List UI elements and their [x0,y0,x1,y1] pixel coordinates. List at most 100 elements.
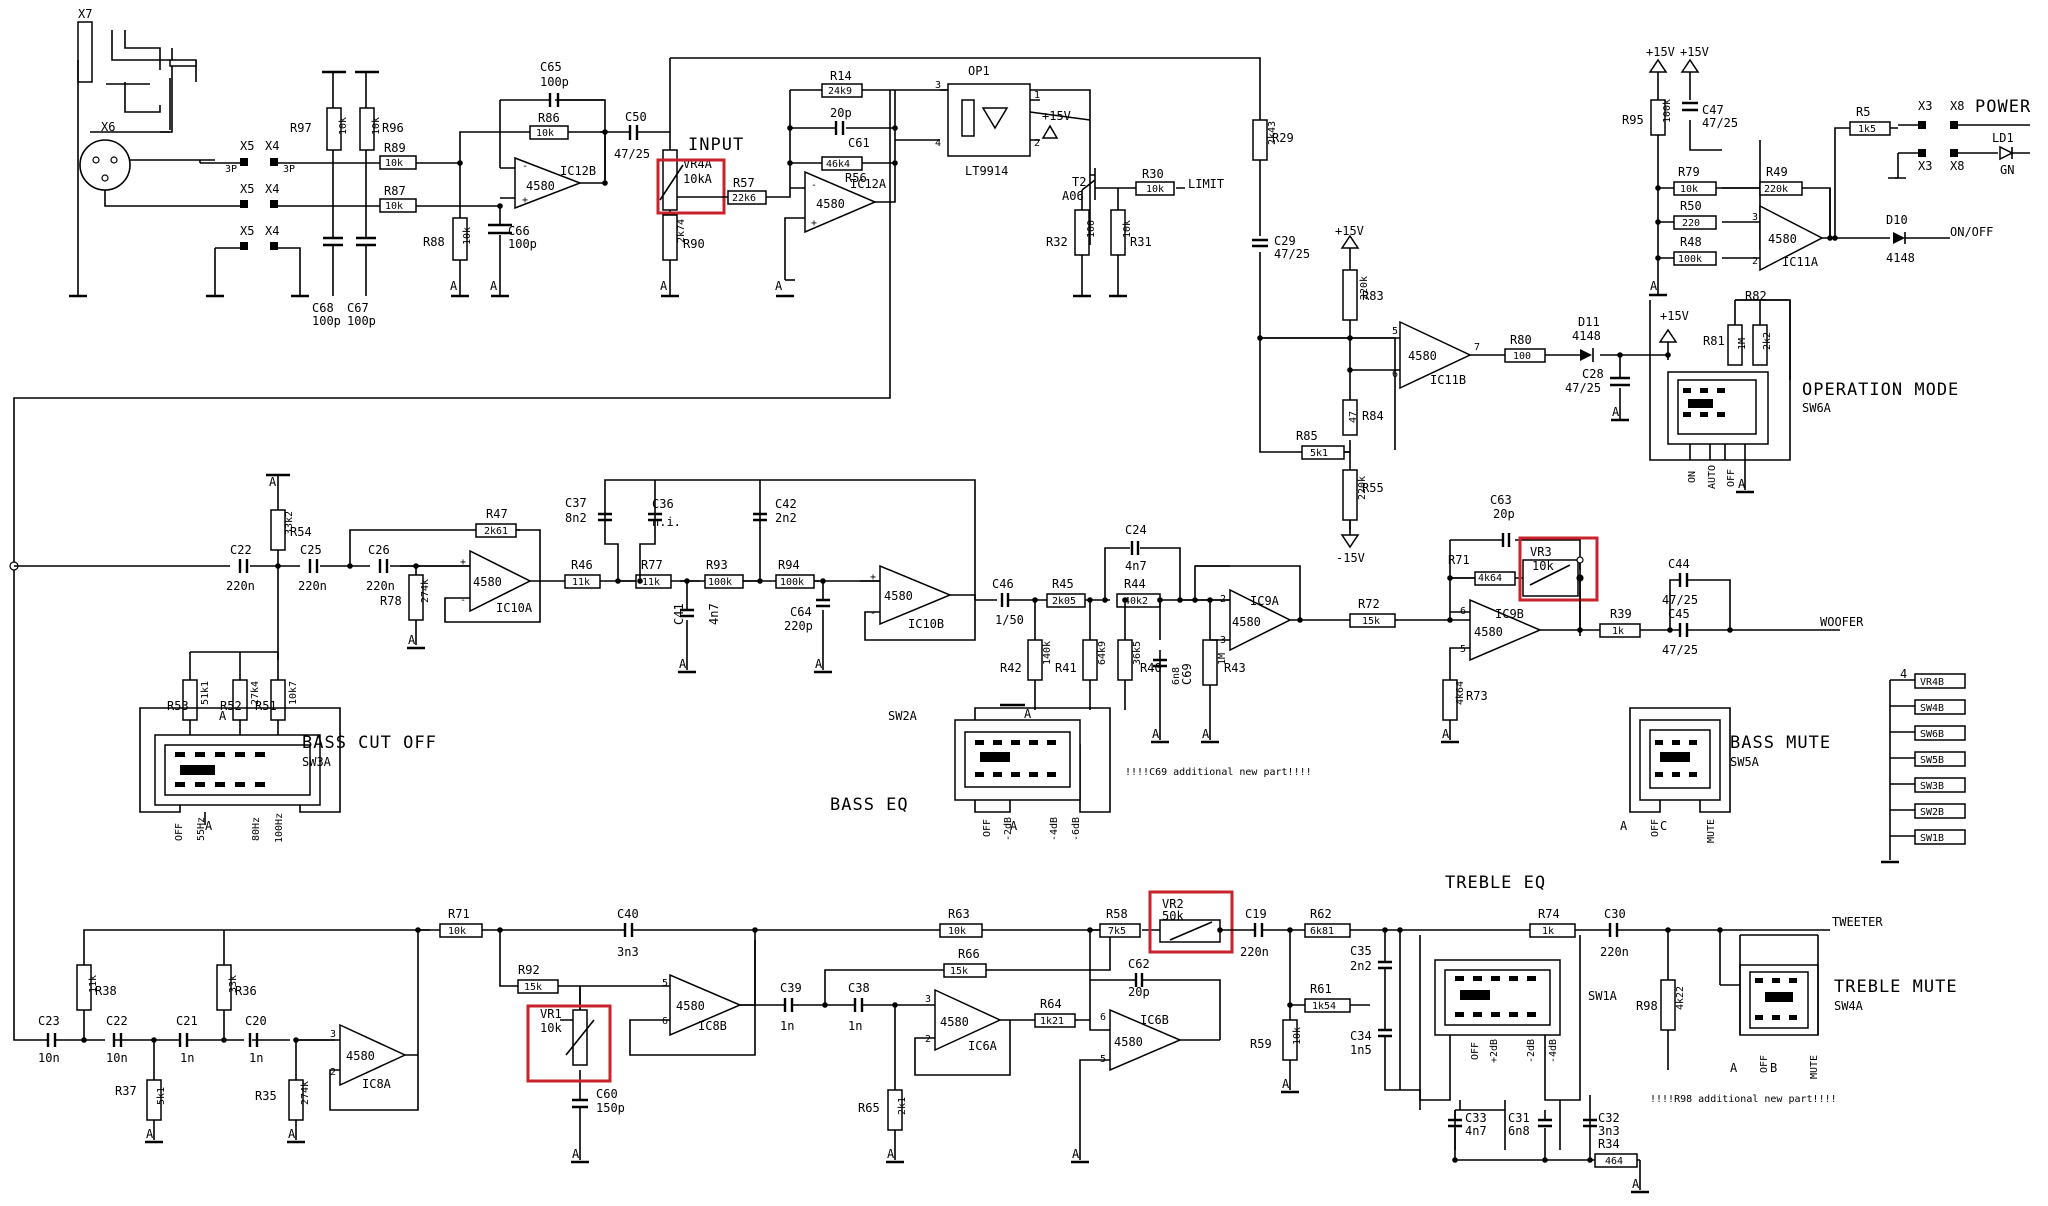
junction-dot [787,160,793,166]
switch-list-label: SW2B [1920,807,1944,818]
svg-text:220n: 220n [366,579,395,593]
svg-text:R56: R56 [845,171,867,185]
svg-text:MUTE: MUTE [1706,819,1717,843]
svg-text:+15V: +15V [1660,309,1689,323]
operation-mode-switch: +15V R81 1M R82 2k2 OPERATION MODE SW6A … [1649,289,1958,494]
svg-text:C40: C40 [617,907,639,921]
svg-text:A: A [660,279,668,293]
svg-text:4k64: 4k64 [1478,573,1502,584]
svg-text:R96: R96 [382,121,404,135]
svg-text:2k1: 2k1 [897,1097,908,1115]
svg-text:R79: R79 [1678,165,1700,179]
junction-dot [637,578,643,584]
svg-text:X4: X4 [265,224,279,238]
svg-text:4580: 4580 [1408,349,1437,363]
svg-text:4n7: 4n7 [1465,1124,1487,1138]
svg-text:A: A [887,1147,895,1161]
svg-text:AUTO: AUTO [1707,465,1718,489]
svg-text:11k: 11k [642,577,660,588]
power-section: +15V +15V R95 100k C47 47/25 R79 10k R49… [1622,45,2030,297]
svg-text:D10: D10 [1886,213,1908,227]
svg-text:100p: 100p [540,75,569,89]
svg-text:100: 100 [1086,220,1097,238]
vr1-highlight [526,1004,612,1083]
svg-text:IC11B: IC11B [1430,373,1466,387]
t2-limit-stage: T2 A06 R32 100 R30 10k LIMIT R31 10k [1046,167,1224,298]
svg-text:C31: C31 [1508,1111,1530,1125]
svg-text:4580: 4580 [816,197,845,211]
svg-text:100Hz: 100Hz [274,813,285,843]
c69-note: !!!!C69 additional new part!!!! [1125,767,1312,778]
svg-text:R92: R92 [518,963,540,977]
junction-dot [820,578,826,584]
svg-text:A: A [1738,477,1746,491]
svg-text:X5: X5 [240,182,254,196]
svg-text:47/25: 47/25 [614,147,650,161]
svg-text:A: A [1072,1147,1080,1161]
svg-text:C38: C38 [848,981,870,995]
svg-text:10k7: 10k7 [288,681,299,705]
svg-text:R98: R98 [1636,999,1658,1013]
svg-text:10k: 10k [385,201,403,212]
bass-eq-switch-sw2a: SW2A A BASS EQ OFF -2dB A -4dB -6dB [830,703,1111,841]
junction-dot [1347,335,1353,341]
svg-text:R64: R64 [1040,997,1062,1011]
svg-text:n.i.: n.i. [652,515,681,529]
svg-text:X5: X5 [240,139,254,153]
sw4a-label: SW4A [1834,999,1864,1013]
svg-text:+15V: +15V [1335,224,1364,238]
svg-text:2n2: 2n2 [775,511,797,525]
svg-text:4580: 4580 [1474,625,1503,639]
svg-text:-6dB: -6dB [1071,817,1082,841]
junction-dot [1287,1002,1293,1008]
svg-text:R37: R37 [115,1084,137,1098]
junction-dot [1717,927,1723,933]
svg-text:R31: R31 [1130,235,1152,249]
svg-text:R55: R55 [1362,481,1384,495]
svg-text:-4dB: -4dB [1548,1039,1559,1063]
svg-text:VR1: VR1 [540,1007,562,1021]
svg-text:A: A [1010,819,1018,833]
svg-text:A: A [775,279,783,293]
junction-dot [1727,627,1733,633]
svg-text:C23: C23 [38,1014,60,1028]
svg-text:C21: C21 [176,1014,198,1028]
svg-text:R46: R46 [571,558,593,572]
svg-text:3n3: 3n3 [1598,1124,1620,1138]
svg-text:2k61: 2k61 [484,526,508,537]
treble-mute-switch: TREBLE MUTE SW4A A OFF B MUTE [1719,930,1958,1079]
svg-text:C25: C25 [300,543,322,557]
svg-text:R80: R80 [1510,333,1532,347]
junction-dot [415,927,421,933]
svg-text:VR3: VR3 [1530,545,1552,559]
svg-text:1n: 1n [848,1019,862,1033]
svg-text:C46: C46 [992,577,1014,591]
svg-text:64k9: 64k9 [1097,641,1108,665]
svg-text:C33: C33 [1465,1111,1487,1125]
r29-c29-path: R29 2k43 C29 47/25 R85 5k1 [1252,119,1396,460]
svg-text:X5: X5 [240,224,254,238]
svg-text:C35: C35 [1350,944,1372,958]
svg-text:IC9A: IC9A [1250,594,1280,608]
svg-text:10k: 10k [338,117,349,135]
switch-list-box [1914,751,1966,767]
svg-text:5: 5 [1460,644,1466,655]
svg-text:R5: R5 [1856,105,1870,119]
treble-mute-label: TREBLE MUTE [1834,977,1958,997]
input-bus-wire [13,90,891,1041]
junction-dot [1177,597,1183,603]
svg-text:A: A [205,819,213,833]
svg-text:D11: D11 [1578,315,1600,329]
svg-text:R39: R39 [1610,607,1632,621]
svg-text:100k: 100k [708,577,732,588]
svg-text:55Hz: 55Hz [196,817,207,841]
svg-text:C22: C22 [106,1014,128,1028]
svg-text:R81: R81 [1703,334,1725,348]
junction-dot [1667,627,1673,633]
svg-text:A: A [815,657,823,671]
svg-text:10n: 10n [106,1051,128,1065]
svg-text:47/25: 47/25 [1702,116,1738,130]
bass-mute-switch: BASS MUTE SW5A A OFF C MUTE [1620,707,1830,843]
svg-text:10k: 10k [540,1021,562,1035]
svg-text:C42: C42 [775,497,797,511]
